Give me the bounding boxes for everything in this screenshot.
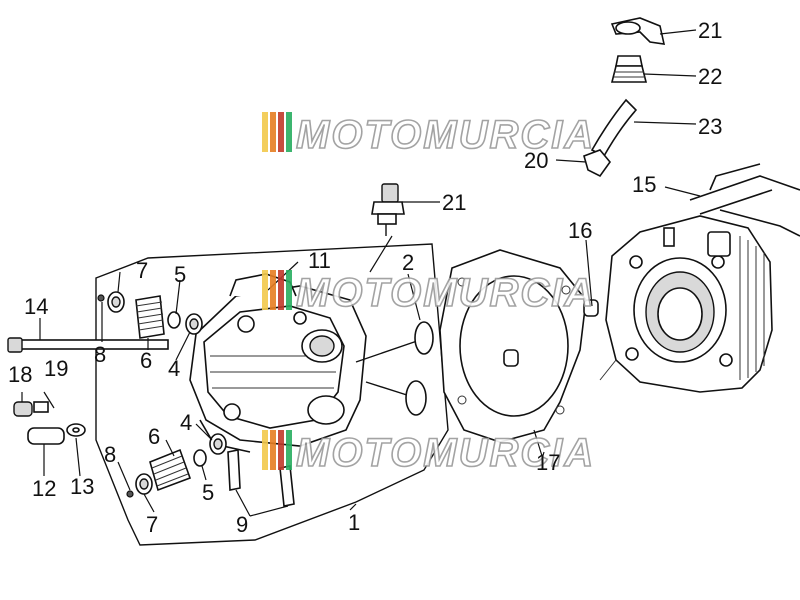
valve-stem-seal-upper [167, 311, 181, 329]
cap-nut [13, 401, 33, 417]
watermark-text: MOTOMURCIA [296, 431, 595, 475]
valve-spring-upper [135, 295, 165, 339]
valve-collet-lower [126, 490, 134, 498]
callout-7-bottom: 7 [146, 512, 158, 537]
watermark-stripe [262, 430, 268, 470]
callout-13: 13 [70, 474, 94, 499]
callout-8-top: 8 [94, 342, 106, 367]
stud-bolt [7, 337, 169, 353]
parts-group-outline [95, 243, 449, 546]
valve-spring-seat-upper [185, 313, 203, 335]
watermark-stripe [286, 112, 292, 152]
watermark-stripe [262, 270, 268, 310]
valve-collet-upper [97, 294, 105, 302]
callout-2: 2 [402, 250, 414, 275]
breather-hose [590, 98, 638, 158]
watermark-stripe [286, 270, 292, 310]
valve-stem-seal-lower [193, 449, 207, 467]
watermark-stripe [278, 270, 284, 310]
cylinder-head [189, 273, 367, 453]
callout-9: 9 [236, 512, 248, 537]
callout-14: 14 [24, 294, 48, 319]
valve-guide-1 [227, 449, 241, 491]
watermark-stripe [278, 112, 284, 152]
callout-1: 1 [348, 510, 360, 535]
hose-clamp [583, 149, 612, 178]
cylinder-block [599, 163, 800, 393]
callout-8-bottom: 8 [104, 442, 116, 467]
breather-bracket [610, 17, 666, 45]
temperature-sensor [371, 183, 405, 236]
valve-spring-lower [149, 448, 192, 492]
callout-6-top: 6 [140, 348, 152, 373]
callout-21-sensor: 21 [442, 190, 466, 215]
watermark-stripe [278, 430, 284, 470]
callout-6-bottom: 6 [148, 424, 160, 449]
callout-16: 16 [568, 218, 592, 243]
spacer-tube [27, 427, 65, 445]
callout-5-top: 5 [174, 262, 186, 287]
watermark-stripe [262, 112, 268, 152]
callout-15: 15 [632, 172, 656, 197]
watermark-stripe [270, 112, 276, 152]
leader-lines [21, 29, 701, 517]
callout-4-bottom: 4 [180, 410, 192, 435]
callout-12: 12 [32, 476, 56, 501]
breather-valve [610, 55, 648, 83]
watermark-stripe [270, 270, 276, 310]
valve-upper [355, 321, 434, 363]
callout-23: 23 [698, 114, 722, 139]
watermark-text: MOTOMURCIA [296, 113, 595, 157]
watermark-middle: MOTOMURCIA [262, 270, 595, 316]
washer [66, 423, 86, 437]
callout-labels: 21 22 23 20 15 21 16 11 2 7 5 14 8 6 4 1… [8, 18, 722, 537]
callout-11: 11 [308, 248, 331, 273]
callout-22: 22 [698, 64, 722, 89]
spring-retainer-lower [135, 473, 153, 495]
valve-spring-seat-lower [209, 433, 227, 455]
spring-retainer-upper [107, 291, 125, 313]
callout-5-bottom: 5 [202, 480, 214, 505]
callout-21-top: 21 [698, 18, 722, 43]
watermark-stripe [286, 430, 292, 470]
watermark-text: MOTOMURCIA [296, 271, 595, 315]
callout-7-top: 7 [136, 258, 148, 283]
valve-guide-2 [279, 465, 295, 507]
watermark-stripe [270, 430, 276, 470]
callout-20: 20 [524, 148, 548, 173]
callout-17: 17 [536, 450, 560, 475]
callout-19: 19 [44, 356, 68, 381]
valve-lower [365, 380, 427, 416]
callout-18: 18 [8, 362, 32, 387]
watermark-top: MOTOMURCIA [262, 112, 595, 158]
threaded-plug [33, 401, 49, 413]
callout-4-top: 4 [168, 356, 180, 381]
watermark-bottom: MOTOMURCIA [262, 430, 595, 476]
cylinder-base-gasket [439, 249, 587, 443]
